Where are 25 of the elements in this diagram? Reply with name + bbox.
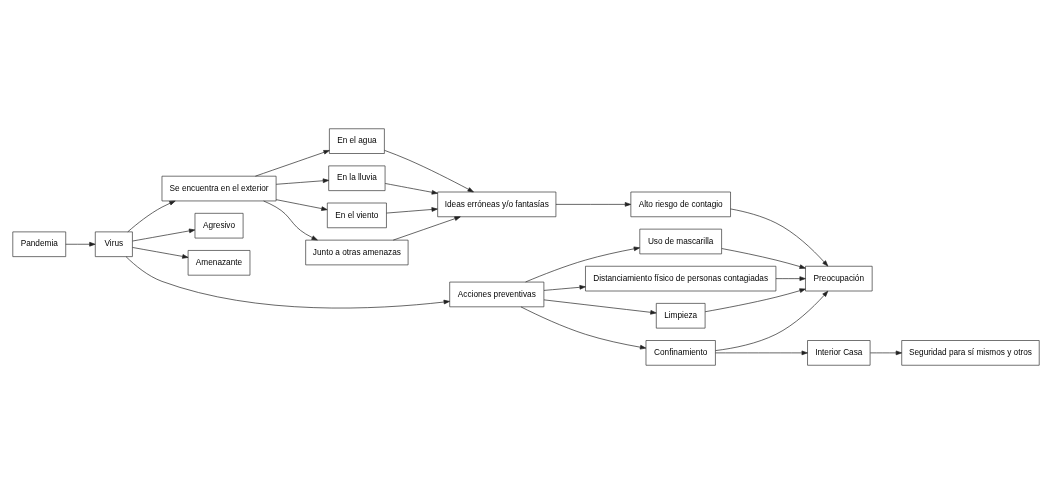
arrow bbox=[384, 182, 438, 195]
arrow bbox=[275, 198, 328, 211]
arrow bbox=[520, 306, 647, 349]
arrow bbox=[384, 149, 474, 192]
arrow bbox=[525, 246, 640, 282]
arrow bbox=[255, 149, 330, 176]
arrow bbox=[543, 284, 586, 291]
arrow bbox=[65, 241, 96, 247]
arrow bbox=[543, 299, 657, 315]
arrow bbox=[730, 208, 829, 266]
arrow bbox=[775, 275, 806, 281]
arrow bbox=[132, 228, 196, 241]
arrow bbox=[127, 200, 176, 232]
arrow bbox=[715, 290, 829, 351]
arrow bbox=[125, 255, 450, 308]
arrow bbox=[715, 350, 808, 355]
arrow bbox=[392, 215, 461, 240]
arrow bbox=[275, 178, 329, 185]
arrow bbox=[721, 247, 806, 269]
arrow bbox=[386, 206, 438, 213]
arrow bbox=[263, 200, 318, 240]
arrow bbox=[555, 201, 632, 207]
arrow bbox=[704, 287, 806, 312]
arrow bbox=[870, 350, 902, 355]
arrow bbox=[132, 246, 189, 259]
